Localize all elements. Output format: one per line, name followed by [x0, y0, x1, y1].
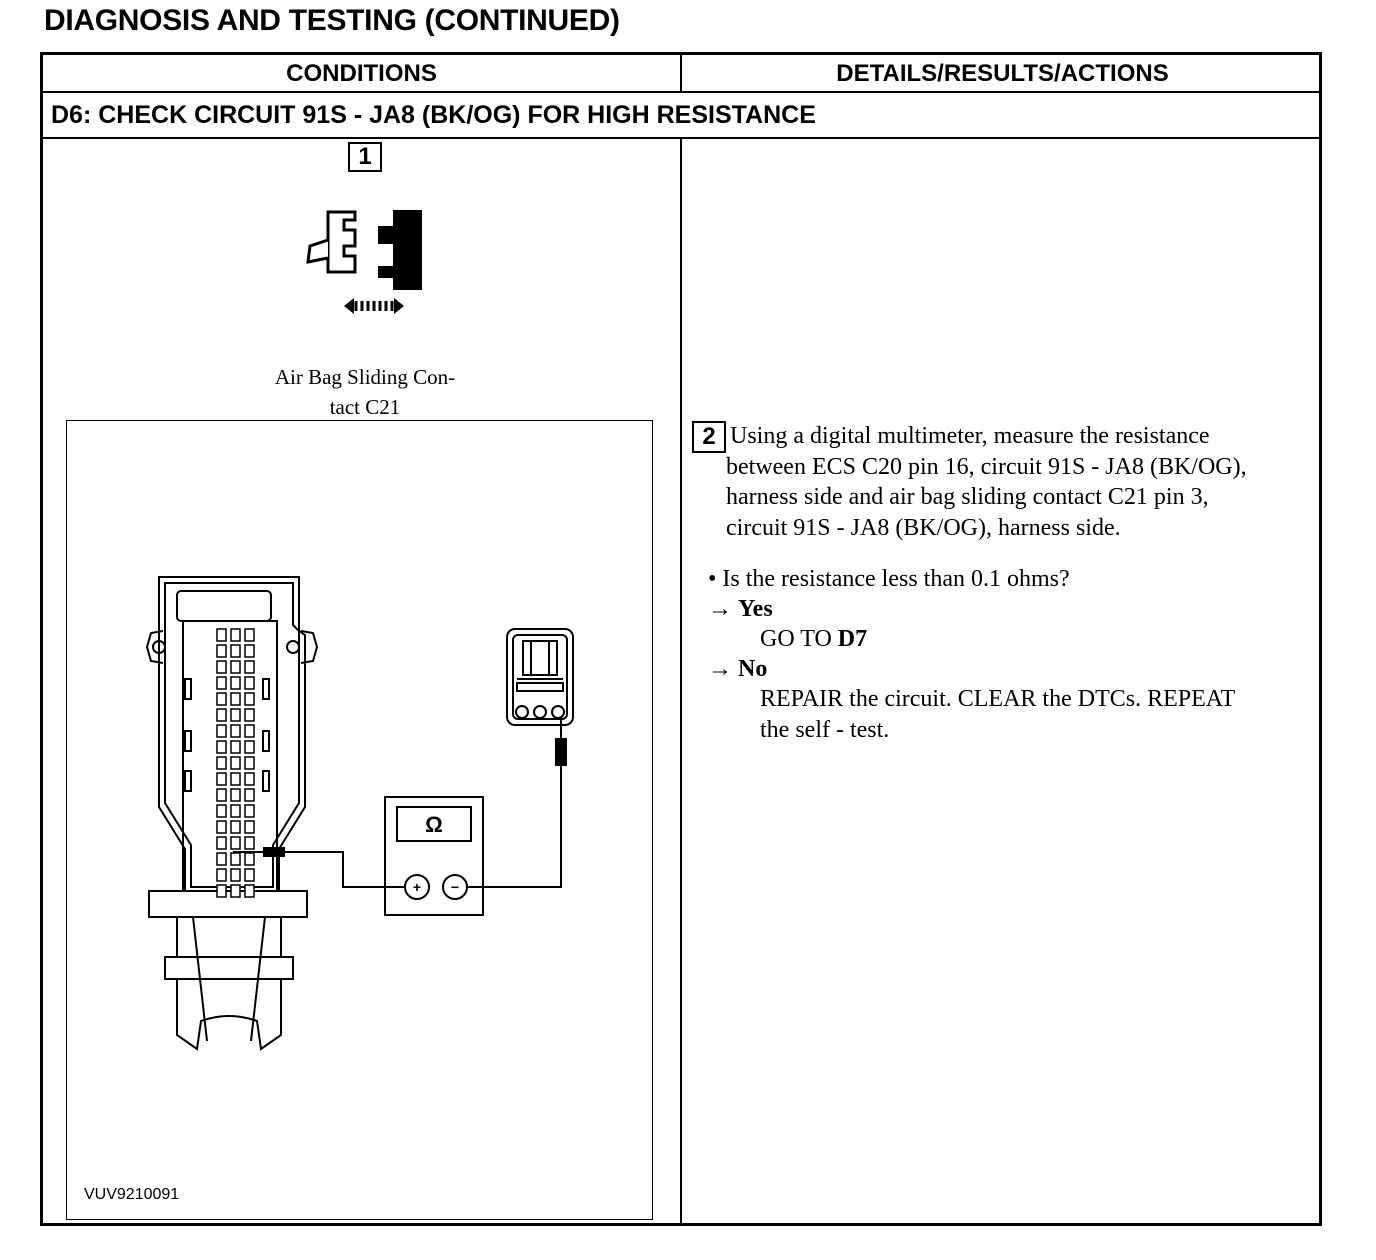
- page-title: DIAGNOSIS AND TESTING (CONTINUED): [44, 4, 620, 37]
- instruction-line-2: between ECS C20 pin 16, circuit 91S - JA…: [726, 453, 1247, 480]
- connector-pin: [230, 772, 241, 786]
- instruction-line-4: circuit 91S - JA8 (BK/OG), harness side.: [726, 514, 1121, 541]
- air-bag-sliding-contact-c21: [506, 628, 574, 766]
- connector-pin: [244, 676, 255, 690]
- column-header-details: DETAILS/RESULTS/ACTIONS: [836, 60, 1169, 87]
- connector-pin: [244, 836, 255, 850]
- connector-pin: [230, 676, 241, 690]
- step-title: D6: CHECK CIRCUIT 91S - JA8 (BK/OG) FOR …: [51, 101, 816, 129]
- connector-pin: [216, 836, 227, 850]
- connector-pin: [244, 804, 255, 818]
- digital-multimeter: Ω + −: [384, 796, 484, 916]
- connector-pin: [244, 788, 255, 802]
- yes-action-text: GO TO: [760, 626, 838, 652]
- result-question: • Is the resistance less than 0.1 ohms?: [708, 566, 1070, 592]
- test-diagram-frame: Ω + −: [66, 420, 653, 1220]
- diagnosis-table: CONDITIONS DETAILS/RESULTS/ACTIONS D6: C…: [40, 52, 1322, 1226]
- connector-pin: [216, 740, 227, 754]
- connector-pin: [216, 820, 227, 834]
- connector-pin: [244, 708, 255, 722]
- yes-label: Yes: [738, 596, 773, 622]
- connector-pin: [230, 740, 241, 754]
- connector-pin: [216, 660, 227, 674]
- connector-pin: [244, 820, 255, 834]
- connector-pin: [244, 772, 255, 786]
- connector-pin: [230, 868, 241, 882]
- yes-action-target-link[interactable]: D7: [837, 626, 868, 652]
- connector-pin: [244, 628, 255, 642]
- yes-arrow-icon: →: [708, 596, 732, 622]
- ohm-symbol: Ω: [425, 812, 443, 837]
- connector-pin: [216, 868, 227, 882]
- body-column-divider: [680, 139, 682, 1225]
- no-label: No: [738, 656, 768, 682]
- connector-pin: [216, 852, 227, 866]
- connector-pin: [216, 644, 227, 658]
- connector-pin-grid: [216, 628, 255, 898]
- connector-pin: [216, 884, 227, 898]
- connector-caption-line-1: Air Bag Sliding Con-: [274, 365, 456, 389]
- connector-pin: [230, 820, 241, 834]
- connector-pin: [216, 772, 227, 786]
- connector-pin: [230, 724, 241, 738]
- connector-pin: [216, 804, 227, 818]
- header-column-divider: [680, 55, 682, 91]
- connector-pin: [216, 676, 227, 690]
- connector-pin: [230, 788, 241, 802]
- no-action-line-1: REPAIR the circuit. CLEAR the DTCs. REPE…: [760, 686, 1236, 712]
- plus-terminal-icon: +: [413, 879, 421, 895]
- step-title-divider: [43, 137, 1319, 139]
- step-2-marker: 2: [692, 421, 726, 453]
- connector-pin: [216, 724, 227, 738]
- step-1-marker: 1: [348, 142, 382, 172]
- connector-pin: [230, 644, 241, 658]
- connector-caption-line-2: tact C21: [329, 395, 401, 419]
- multimeter-test-diagram: Ω + −: [145, 576, 574, 1051]
- connector-pin: [230, 804, 241, 818]
- connector-pin: [244, 660, 255, 674]
- instruction-line-3: harness side and air bag sliding contact…: [726, 484, 1209, 510]
- figure-id: VUV9210091: [84, 1186, 180, 1203]
- step-2-instruction: Using a digital multimeter, measure the …: [726, 421, 1320, 543]
- test-probe-connector: [233, 847, 285, 857]
- no-arrow-icon: →: [708, 656, 732, 682]
- no-action-line-2: the self - test.: [760, 717, 890, 743]
- connector-pin: [230, 836, 241, 850]
- connector-pin: [230, 660, 241, 674]
- no-branch: → No: [708, 654, 767, 684]
- connector-pin: [230, 756, 241, 770]
- minus-terminal-icon: −: [451, 879, 459, 895]
- header-divider: [43, 91, 1319, 93]
- connector-pin: [244, 692, 255, 706]
- yes-action: GO TO D7: [760, 624, 867, 654]
- connector-pin: [244, 724, 255, 738]
- connector-pin: [230, 692, 241, 706]
- connector-pin: [216, 708, 227, 722]
- disconnect-connector-icon: [306, 210, 422, 314]
- connector-pin: [216, 788, 227, 802]
- connector-pin: [244, 644, 255, 658]
- connector-pin: [216, 628, 227, 642]
- connector-pin: [244, 852, 255, 866]
- column-header-conditions: CONDITIONS: [286, 60, 437, 87]
- connector-pin: [230, 708, 241, 722]
- instruction-line-1: Using a digital multimeter, measure the …: [730, 423, 1210, 449]
- connector-pin: [230, 628, 241, 642]
- connector-pin: [244, 740, 255, 754]
- connector-pin: [230, 852, 241, 866]
- connector-pin: [244, 756, 255, 770]
- connector-caption: Air Bag Sliding Con- tact C21: [230, 362, 500, 422]
- connector-pin: [244, 884, 255, 898]
- yes-branch: → Yes: [708, 594, 773, 624]
- connector-pin: [216, 692, 227, 706]
- test-leads: [285, 765, 562, 888]
- connector-pin: [244, 868, 255, 882]
- connector-pin: [216, 756, 227, 770]
- connector-pin: [230, 884, 241, 898]
